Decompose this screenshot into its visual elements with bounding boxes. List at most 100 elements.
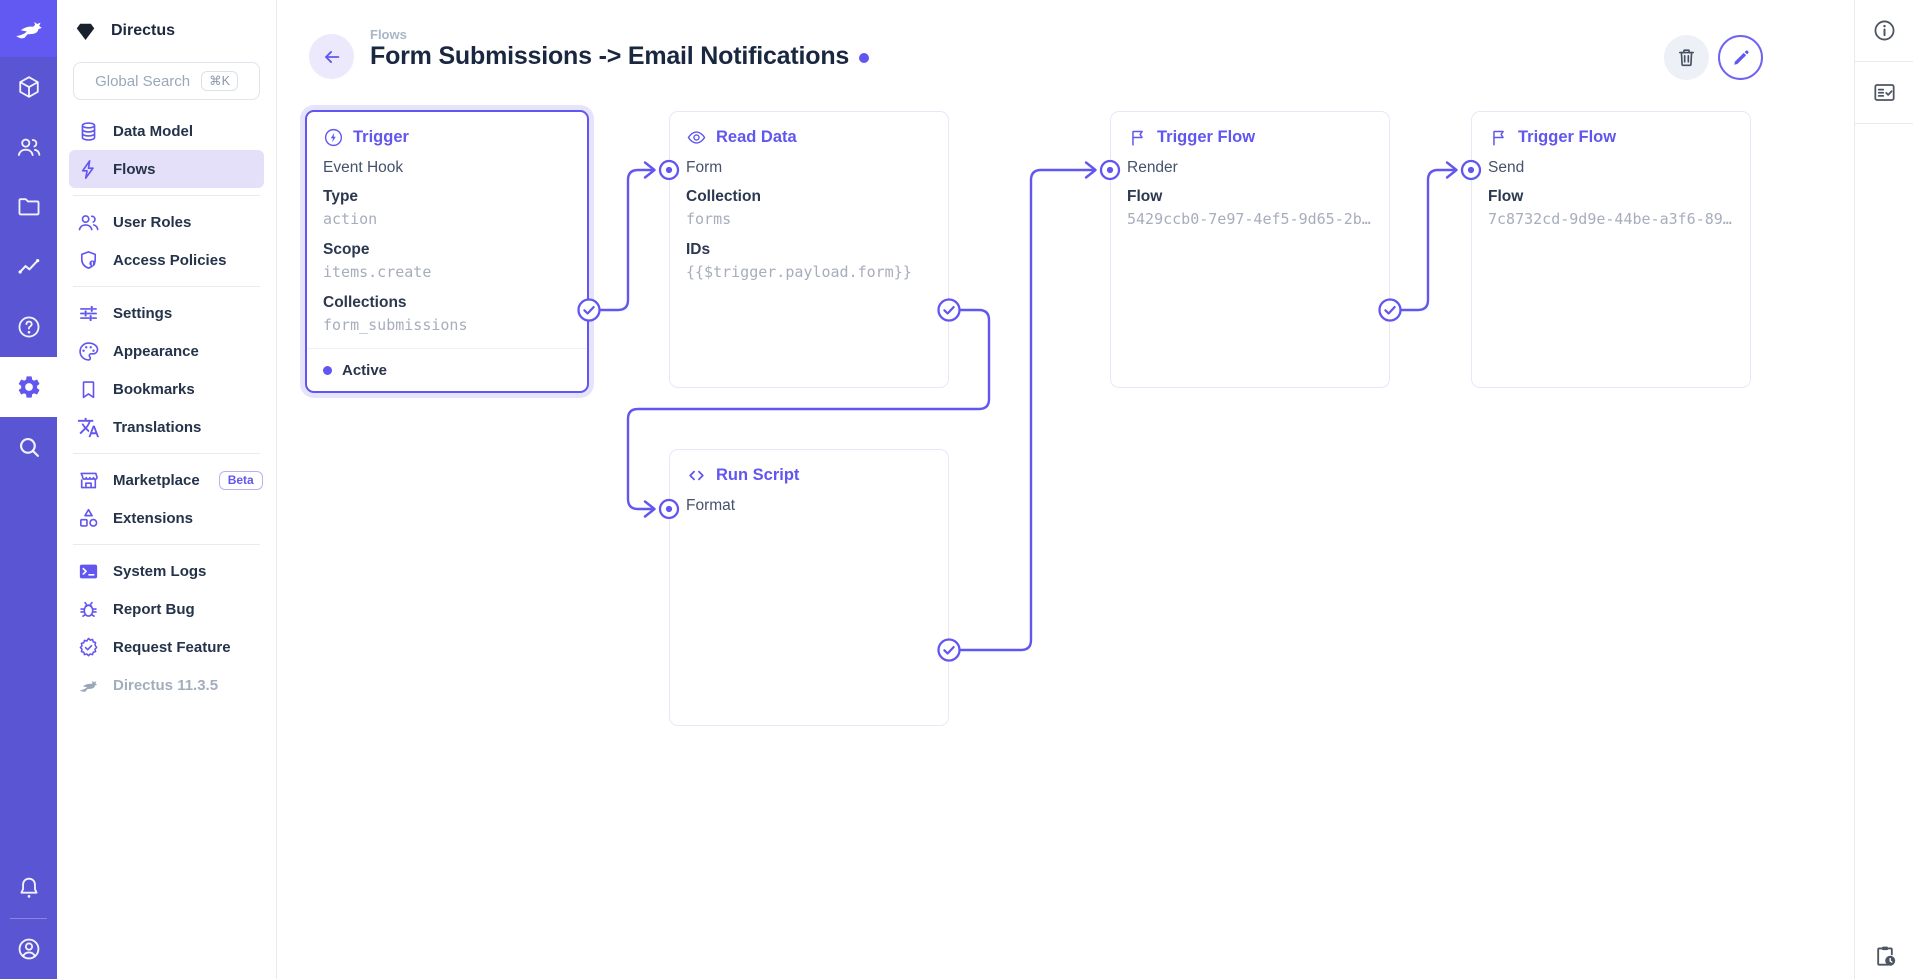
notifications-button[interactable]: [0, 858, 57, 918]
node-field: Scope items.create: [323, 241, 432, 281]
node-field: Type action: [323, 188, 378, 228]
directus-logo-button[interactable]: [0, 0, 57, 57]
active-dot: [323, 365, 332, 375]
node-header: Trigger Flow: [1127, 124, 1373, 150]
chart-icon: [16, 254, 42, 280]
code-icon: [686, 465, 707, 486]
sidebar-item-data-model[interactable]: Data Model: [69, 112, 264, 150]
revisions-button[interactable]: [1855, 943, 1913, 969]
account-button[interactable]: [0, 919, 57, 979]
flow-node-read-data[interactable]: Read Data Form Collection forms IDs {{$t…: [669, 111, 949, 388]
module-content[interactable]: [0, 57, 57, 117]
sidebar-item-marketplace[interactable]: Marketplace Beta: [69, 461, 264, 499]
sidebar-item-report-bug[interactable]: Report Bug: [69, 590, 264, 628]
search-icon: [16, 434, 42, 460]
tune-icon: [77, 302, 100, 325]
divider: [10, 918, 47, 919]
users-icon: [16, 134, 42, 160]
flow-editor-main: Flows Form Submissions -> Email Notifica…: [277, 0, 1854, 979]
shield-icon: [77, 249, 100, 272]
flow-node-trigger[interactable]: Trigger Event Hook Type action Scope ite…: [305, 110, 589, 393]
module-bar-bottom: [0, 858, 57, 979]
eye-icon: [686, 127, 707, 148]
node-name: Format: [686, 497, 736, 514]
trash-icon: [1675, 46, 1698, 69]
node-title: Trigger Flow: [1157, 127, 1256, 146]
palette-icon: [77, 340, 100, 363]
folder-icon: [16, 194, 42, 220]
settings-sidebar: Directus ⌘K Data Model Flows User Roles …: [57, 0, 277, 979]
flag-icon: [1127, 127, 1148, 148]
breadcrumb[interactable]: Flows: [370, 27, 407, 42]
arrow-left-icon: [321, 46, 343, 68]
node-header: Read Data: [686, 124, 932, 150]
sidebar-item-appearance[interactable]: Appearance: [69, 332, 264, 370]
right-sidebar: [1854, 0, 1913, 979]
module-search[interactable]: [0, 417, 57, 477]
info-panel-button[interactable]: [1855, 0, 1913, 62]
module-files[interactable]: [0, 177, 57, 237]
wire-arrowhead: [1084, 161, 1097, 179]
global-search[interactable]: ⌘K: [73, 62, 260, 100]
sidebar-item-settings[interactable]: Settings: [69, 294, 264, 332]
sidebar-item-request-feature[interactable]: Request Feature: [69, 628, 264, 666]
help-icon: [16, 314, 42, 340]
page-title: Form Submissions -> Email Notifications: [370, 42, 850, 70]
users-icon: [77, 211, 100, 234]
header-actions: [1664, 35, 1763, 80]
module-insights[interactable]: [0, 237, 57, 297]
node-field: Collection forms: [686, 188, 761, 228]
delete-flow-button[interactable]: [1664, 35, 1709, 80]
node-field: Flow 7c8732cd-9d9e-44be-a3f6-89…: [1488, 188, 1732, 228]
database-icon: [77, 120, 100, 143]
node-field: Collections form_submissions: [323, 294, 468, 334]
search-input[interactable]: [95, 72, 192, 90]
node-status: Active: [307, 348, 587, 391]
module-users[interactable]: [0, 117, 57, 177]
rabbit-icon: [12, 12, 46, 46]
wire-trigger-to-read-data: [587, 168, 655, 312]
node-title: Trigger: [353, 127, 409, 146]
bookmark-icon: [77, 378, 100, 401]
wire-run-script-to-render: [947, 168, 1096, 652]
wire-arrowhead: [643, 500, 656, 518]
category-icon: [77, 507, 100, 530]
sidebar-item-flows[interactable]: Flows: [69, 150, 264, 188]
module-help[interactable]: [0, 297, 57, 357]
sidebar-item-extensions[interactable]: Extensions: [69, 499, 264, 537]
flag-icon: [1488, 127, 1509, 148]
bell-icon: [16, 875, 42, 901]
edit-flow-button[interactable]: [1718, 35, 1763, 80]
account-icon: [16, 936, 42, 962]
sidebar-item-bookmarks[interactable]: Bookmarks: [69, 370, 264, 408]
back-button[interactable]: [309, 34, 354, 79]
project-gem-icon: [73, 19, 98, 44]
sidebar-item-translations[interactable]: Translations: [69, 408, 264, 446]
node-field: Flow 5429ccb0-7e97-4ef5-9d65-2b…: [1127, 188, 1371, 228]
module-settings[interactable]: [0, 357, 57, 417]
project-name: Directus: [111, 22, 176, 39]
activity-panel-button[interactable]: [1855, 62, 1913, 124]
sidebar-item-version: Directus 11.3.5: [69, 666, 264, 704]
sidebar-item-access-policies[interactable]: Access Policies: [69, 241, 264, 279]
translate-icon: [77, 416, 100, 439]
node-title: Read Data: [716, 127, 797, 146]
title-row: Form Submissions -> Email Notifications: [370, 42, 870, 71]
divider: [73, 544, 260, 545]
divider: [73, 195, 260, 196]
beta-badge: Beta: [218, 470, 263, 490]
node-header: Run Script: [686, 462, 932, 488]
storefront-icon: [77, 469, 100, 492]
node-field: IDs {{$trigger.payload.form}}: [686, 241, 912, 281]
project-header[interactable]: Directus: [57, 0, 276, 62]
node-title: Run Script: [716, 465, 800, 484]
sidebar-item-system-logs[interactable]: System Logs: [69, 552, 264, 590]
bolt-icon: [77, 158, 100, 181]
sidebar-item-user-roles[interactable]: User Roles: [69, 203, 264, 241]
flow-node-trigger-flow-send[interactable]: Trigger Flow Send Flow 7c8732cd-9d9e-44b…: [1471, 111, 1751, 388]
flow-node-trigger-flow-render[interactable]: Trigger Flow Render Flow 5429ccb0-7e97-4…: [1110, 111, 1390, 388]
node-header: Trigger: [323, 124, 571, 150]
gear-icon: [16, 374, 42, 400]
flow-node-run-script[interactable]: Run Script Format: [669, 449, 949, 726]
divider: [73, 453, 260, 454]
